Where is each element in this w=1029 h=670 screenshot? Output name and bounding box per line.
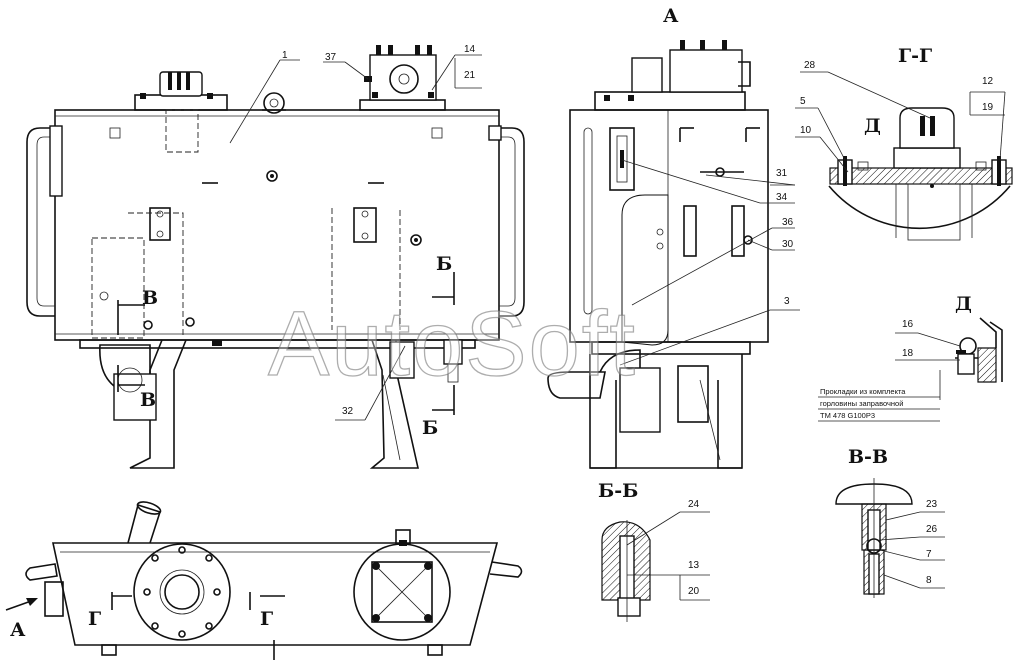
callout-34: 34 — [776, 192, 788, 203]
leader-lines — [229, 54, 1006, 601]
view-a-arrow-label: А — [10, 619, 26, 641]
callout-28: 28 — [804, 60, 816, 71]
callout-26: 26 — [926, 524, 938, 535]
note-line-2: горловины заправочной — [820, 399, 903, 408]
callout-24: 24 — [688, 499, 700, 510]
callout-23: 23 — [926, 499, 938, 510]
callout-10: 10 — [800, 125, 812, 136]
callout-18: 18 — [902, 348, 914, 359]
callout-5: 5 — [800, 96, 806, 107]
callout-31: 31 — [776, 168, 788, 179]
callout-3: 3 — [784, 296, 790, 307]
callout-32: 32 — [342, 406, 354, 417]
callout-36: 36 — [782, 217, 794, 228]
callout-12: 12 — [982, 76, 994, 87]
detail-d-label: Д — [955, 293, 972, 315]
cut-v-bottom-label: В — [140, 389, 156, 411]
callout-37: 37 — [325, 52, 337, 63]
cut-b-bottom-label: Б — [422, 417, 438, 439]
cut-b-top-label: Б — [436, 253, 452, 275]
cut-g-right-label: Г — [260, 608, 273, 630]
callout-1: 1 — [282, 50, 288, 61]
callout-8: 8 — [926, 575, 932, 586]
section-bb-label: Б-Б — [598, 480, 638, 502]
detail-d — [955, 317, 1003, 383]
callout-20: 20 — [688, 586, 700, 597]
section-vv — [835, 478, 913, 598]
callout-16: 16 — [902, 319, 914, 330]
callout-13: 13 — [688, 560, 700, 571]
section-bb — [601, 520, 651, 622]
callout-14: 14 — [464, 44, 476, 55]
side-view-a — [547, 40, 769, 469]
cut-v-top-label: В — [142, 287, 158, 309]
gasket-note: Прокладки из комплекта горловины заправо… — [818, 387, 940, 422]
detail-d-ref-label: Д — [864, 115, 881, 137]
callout-numbers: 1 37 14 21 32 31 34 36 30 3 28 12 19 5 1… — [282, 44, 994, 597]
view-a-label: А — [663, 5, 679, 27]
callout-7: 7 — [926, 549, 932, 560]
callout-21: 21 — [464, 70, 476, 81]
callout-30: 30 — [782, 239, 794, 250]
view-labels: А А Г-Г Г Г Д Д Б-Б Б Б В-В В В — [10, 5, 972, 641]
note-line-3: ТМ 478 G100P3 — [820, 411, 875, 420]
watermark-text: AutoSoft — [268, 293, 637, 395]
front-view — [26, 45, 525, 469]
callout-19: 19 — [982, 102, 994, 113]
section-gg-label: Г-Г — [898, 45, 932, 67]
cut-g-left-label: Г — [88, 608, 101, 630]
top-view — [5, 501, 523, 660]
section-gg — [828, 107, 1013, 241]
section-vv-label: В-В — [848, 446, 888, 468]
note-line-1: Прокладки из комплекта — [820, 387, 906, 396]
